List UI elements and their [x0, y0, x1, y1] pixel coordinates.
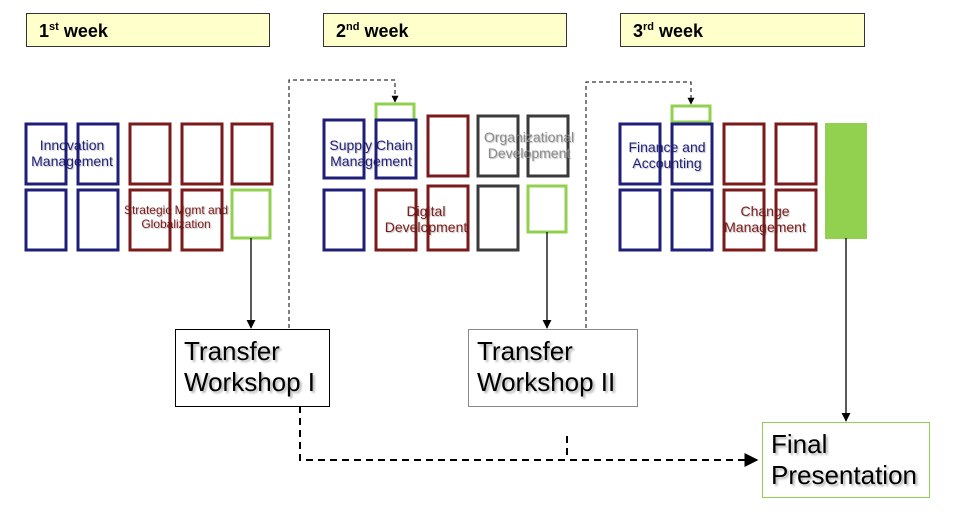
final-module-green-filled [825, 123, 867, 239]
module-block [374, 118, 418, 180]
week-word: week [63, 21, 108, 41]
module-block [426, 184, 470, 252]
module-block [774, 122, 818, 186]
transfer-workshop-1-label: Transfer Workshop I [184, 336, 316, 398]
week-header-2: 2nd week [323, 13, 567, 47]
transfer-workshop-2-label: Transfer Workshop II [477, 336, 616, 398]
final-presentation-label: Final Presentation [771, 429, 917, 491]
module-block-green [230, 188, 272, 240]
module-block [76, 188, 120, 252]
dashed-connectors-bottom [299, 406, 759, 467]
module-label-change: Change Management [724, 203, 806, 236]
week-ordinal: 2 [336, 21, 347, 41]
module-block [24, 122, 68, 186]
module-block-green [374, 102, 416, 122]
module-block [128, 122, 172, 186]
module-block [774, 188, 818, 252]
module-block-green [526, 184, 568, 234]
module-block [722, 122, 766, 186]
week2-modules [322, 102, 570, 252]
week3-modules [618, 104, 867, 252]
module-label-organizational: Organizational Development [483, 129, 575, 162]
solid-connectors [246, 232, 851, 422]
module-block [230, 122, 274, 186]
week-word: week [659, 21, 704, 41]
module-block [618, 188, 662, 252]
week-ordinal-suffix: rd [643, 21, 655, 33]
transfer-workshop-1-box: Transfer Workshop I [175, 329, 330, 407]
final-presentation-box: Final Presentation [762, 422, 930, 498]
module-block-green [670, 104, 712, 124]
module-block [24, 188, 68, 252]
week1-modules [24, 122, 274, 252]
transfer-workshop-2-box: Transfer Workshop II [468, 329, 638, 407]
module-block [426, 114, 470, 178]
module-block [722, 188, 766, 252]
module-block [322, 188, 366, 252]
module-label-strategic: Strategic Mgmt and Globalization [123, 203, 229, 231]
module-label-digital: Digital Development [384, 203, 468, 236]
module-block [618, 122, 662, 186]
module-label-supply-chain: Supply Chain Management [329, 137, 413, 170]
module-label-finance: Finance and Accounting [628, 139, 706, 172]
week-ordinal-suffix: nd [346, 21, 360, 33]
module-block [374, 188, 418, 252]
module-block [76, 122, 120, 186]
week-header-1: 1st week [26, 13, 270, 47]
module-block [476, 114, 520, 178]
module-block [476, 184, 520, 252]
module-block [180, 188, 224, 252]
module-block [322, 118, 366, 180]
dashed-connectors [288, 79, 695, 328]
module-block [180, 122, 224, 186]
week-ordinal: 1 [39, 21, 50, 41]
module-block [670, 188, 714, 252]
module-block [670, 122, 714, 186]
module-label-innovation: Innovation Management [31, 137, 113, 170]
week-word: week [364, 21, 409, 41]
week-header-3: 3rd week [620, 13, 865, 47]
module-block [526, 114, 570, 178]
week-ordinal: 3 [633, 21, 644, 41]
module-block [128, 188, 172, 252]
week-ordinal-suffix: st [49, 21, 59, 33]
